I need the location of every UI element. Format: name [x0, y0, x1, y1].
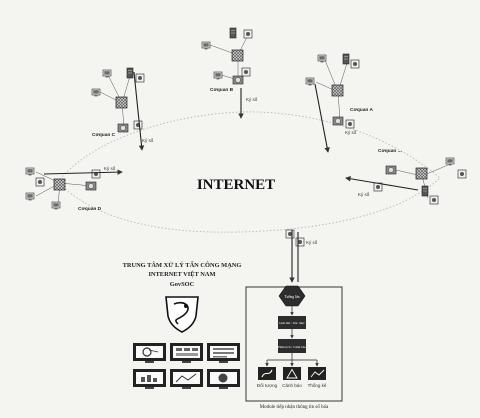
computer-icon [445, 157, 455, 166]
site-left-lower-name: Cơquan D [78, 206, 102, 212]
site-right-lower: Cơquan ... Ký số [345, 148, 467, 205]
site-left-upper: Cơquan C Ký số [91, 67, 154, 151]
site-top-signature: Ký số [246, 97, 258, 102]
link-arrow [314, 83, 330, 153]
center-link-signature: Ký số [306, 240, 318, 245]
center-org: TRUNG TÂM XỬ LÝ TẤN CÔNG MẠNG INTERNET V… [123, 261, 242, 389]
site-left-upper-signature: Ký số [142, 138, 154, 143]
decrypt-node-label: Giải mã / Xác thực [279, 321, 305, 325]
site-right-lower-name: Cơquan ... [378, 148, 402, 154]
router-icon [332, 116, 344, 126]
site-top-name: Cơquan B [210, 87, 234, 93]
govsoc-logo [165, 296, 199, 333]
monitor-icon [170, 343, 203, 363]
firewall-node-label: Tường lửa [284, 295, 299, 299]
certificate-icon [285, 229, 295, 239]
switch-icon [53, 178, 66, 191]
monitor-icon [207, 369, 240, 389]
switch-icon [415, 167, 428, 180]
switch-icon [115, 96, 128, 109]
site-right-upper: Cơquan A Ký số [305, 53, 373, 153]
monitor-icon [170, 369, 203, 389]
router-icon [232, 75, 244, 85]
monitor-icon [207, 343, 240, 363]
certificate-icon [345, 119, 355, 129]
internet-cloud: INTERNET [57, 111, 441, 233]
server-icon [342, 53, 350, 65]
link-arrow [43, 169, 123, 175]
output-label-object: Đối tượng [257, 383, 278, 388]
site-left-lower-signature: Ký số [104, 166, 116, 171]
certificate-icon [457, 169, 467, 179]
analyze-node: Phân tích / Cảnh báo [278, 339, 307, 353]
internet-title: INTERNET [197, 177, 275, 193]
computer-icon [305, 77, 315, 86]
server-icon [421, 185, 429, 197]
module-caption: Module tiếp nhận thông tin số hóa [260, 405, 329, 410]
firewall-node: Tường lửa [278, 285, 306, 307]
certificate-icon [429, 195, 439, 205]
decrypt-node: Giải mã / Xác thực [278, 316, 306, 329]
certificate-icon [295, 237, 305, 247]
center-link: Ký số [285, 229, 318, 283]
output-label-alert: Cảnh báo [282, 383, 302, 388]
monitor-icon [133, 343, 166, 363]
site-top: Cơquan B Ký số [201, 27, 258, 119]
output-label-stats: Thống kê [308, 383, 327, 388]
center-org-line1: TRUNG TÂM XỬ LÝ TẤN CÔNG MẠNG [123, 261, 242, 269]
router-icon [117, 123, 129, 133]
computer-icon [201, 41, 211, 50]
center-org-line2: INTERNET VIỆT NAM [148, 270, 215, 278]
computer-icon [91, 88, 101, 97]
certificate-icon [243, 29, 253, 39]
monitor-icon [133, 369, 166, 389]
analyze-node-label: Phân tích / Cảnh báo [278, 345, 307, 349]
certificate-icon [91, 169, 101, 179]
certificate-icon [350, 59, 360, 69]
link-arrow [133, 71, 145, 151]
switch-icon [231, 49, 244, 62]
site-right-upper-name: Cơquan A [350, 107, 373, 113]
server-icon [126, 67, 134, 79]
router-icon [385, 165, 397, 175]
site-right-upper-signature: Ký số [345, 130, 357, 135]
computer-icon [213, 71, 223, 80]
certificate-icon [135, 73, 145, 83]
computer-icon [25, 167, 35, 176]
output-stats-icon [308, 367, 326, 380]
link-arrow [345, 176, 419, 191]
certificate-icon [35, 177, 45, 187]
monitor-panel [133, 343, 240, 389]
computer-icon [102, 69, 112, 78]
output-object-icon [258, 367, 276, 380]
router-icon [85, 181, 97, 191]
site-right-lower-signature: Ký số [358, 192, 370, 197]
server-icon [229, 27, 237, 39]
computer-icon [25, 192, 35, 201]
certificate-icon [133, 120, 143, 130]
computer-icon [51, 201, 61, 210]
output-alert-icon [283, 367, 301, 380]
computer-icon [317, 54, 327, 63]
site-left-upper-name: Cơquan C [92, 132, 116, 138]
receiving-module: Tường lửa Giải mã / Xác thực Phân tích /… [245, 285, 343, 410]
site-left-lower: Cơquan D Ký số [25, 166, 123, 212]
certificate-icon [241, 67, 251, 77]
center-org-line3: GovSOC [170, 281, 195, 288]
switch-icon [331, 84, 344, 97]
